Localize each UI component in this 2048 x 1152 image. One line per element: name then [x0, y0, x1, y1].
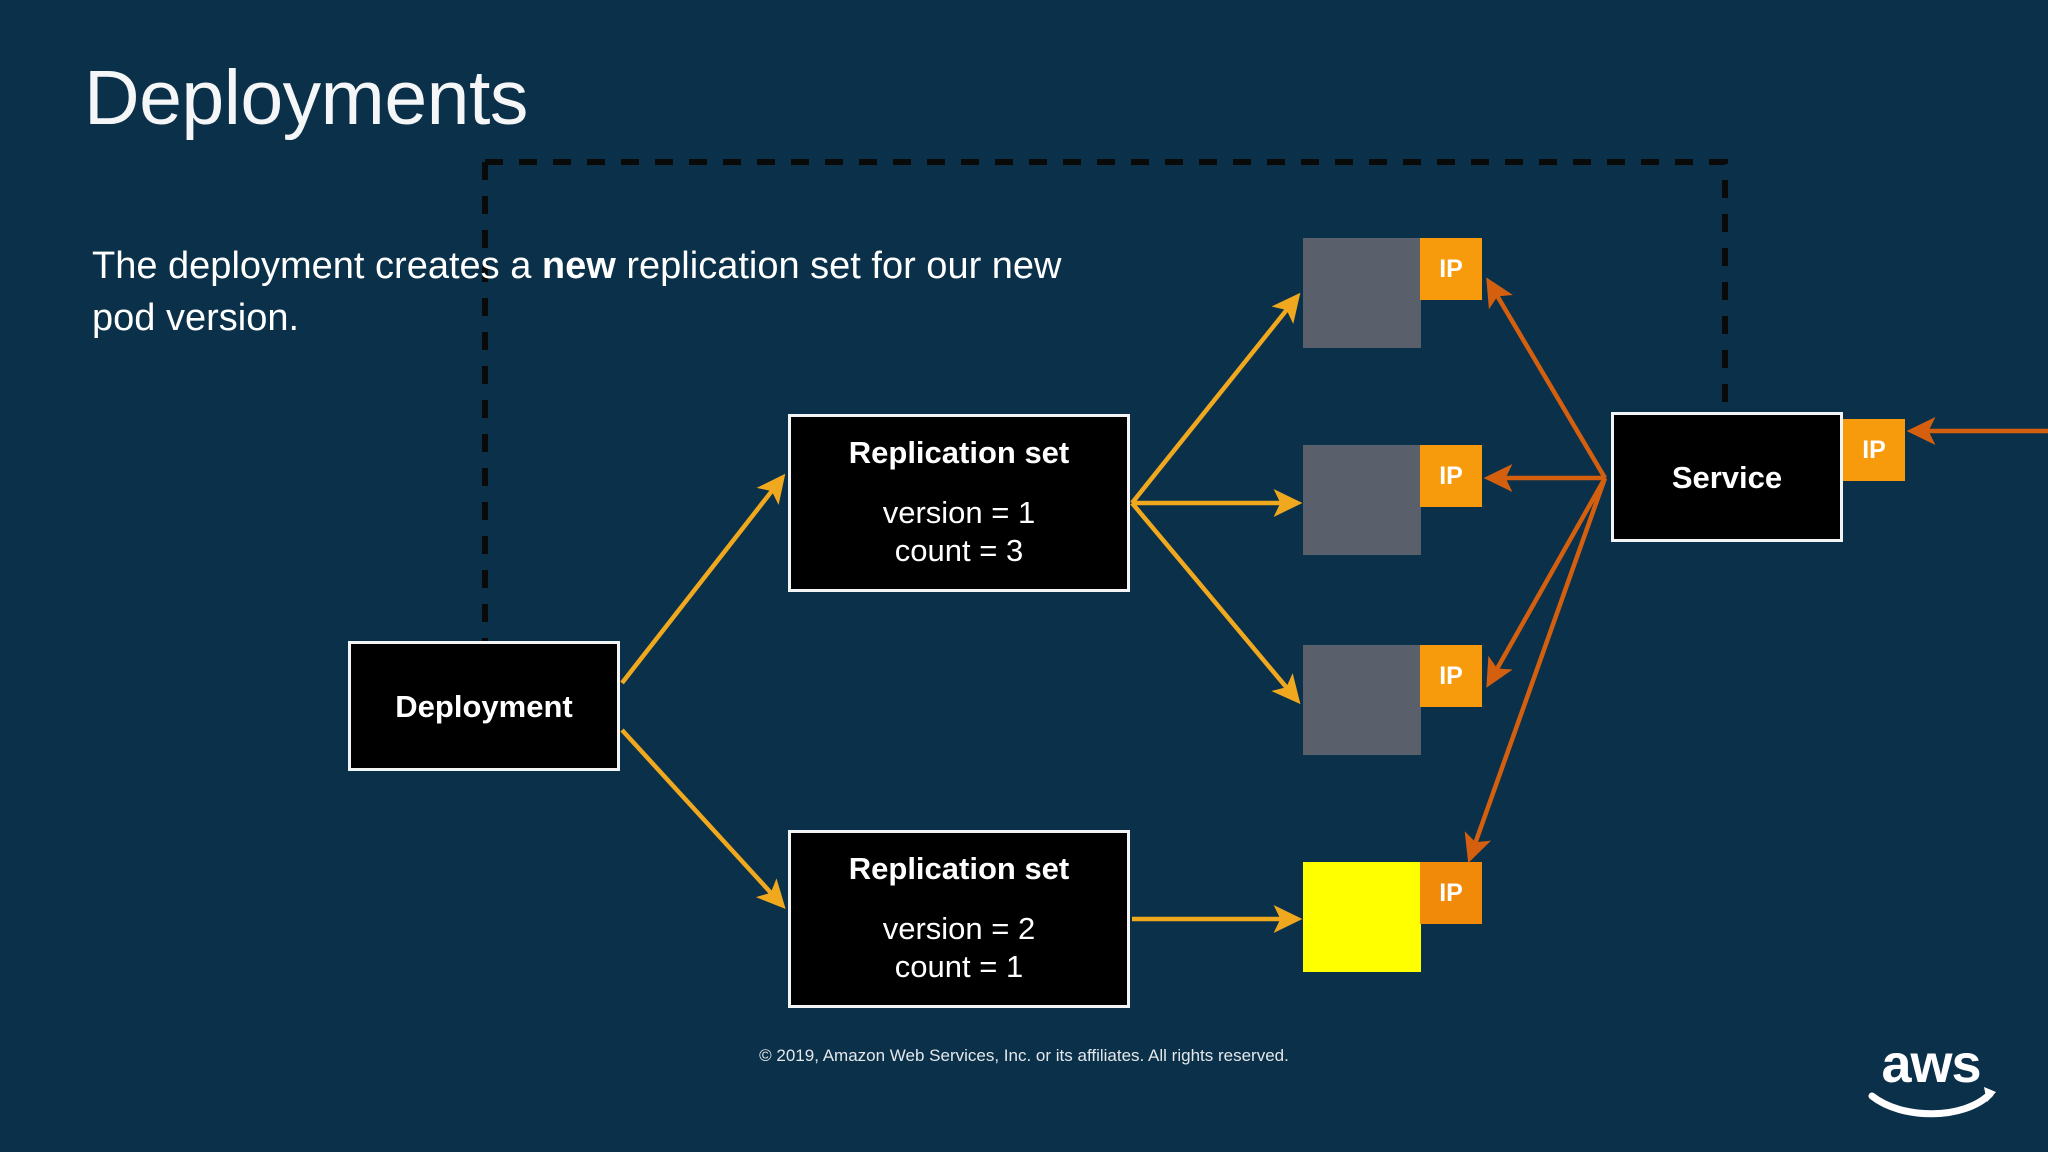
- body-suffix: replication set for our new pod version.: [92, 245, 1062, 340]
- pod-4[interactable]: [1303, 862, 1421, 972]
- rs2-title: Replication set: [848, 850, 1070, 886]
- aws-logo: aws: [1856, 1030, 2006, 1120]
- pod-3-ip-badge[interactable]: IP: [1420, 645, 1482, 707]
- node-replication-set-1[interactable]: Replication set version = 1 count = 3: [788, 414, 1130, 592]
- pod-4-ip-badge[interactable]: IP: [1420, 862, 1482, 924]
- deployment-label: Deployment: [395, 688, 573, 724]
- node-deployment[interactable]: Deployment: [348, 641, 620, 771]
- pod-1-ip-badge[interactable]: IP: [1420, 238, 1482, 300]
- node-service[interactable]: Service: [1611, 412, 1843, 542]
- copyright-footer: © 2019, Amazon Web Services, Inc. or its…: [759, 1046, 1289, 1065]
- page-title: Deployments: [84, 55, 528, 141]
- rs1-title: Replication set: [848, 434, 1070, 470]
- pod-2[interactable]: [1303, 445, 1421, 555]
- pod-2-ip-badge[interactable]: IP: [1420, 445, 1482, 507]
- pod-1[interactable]: [1303, 238, 1421, 348]
- rs2-count: count = 1: [894, 948, 1024, 984]
- service-label: Service: [1671, 459, 1783, 495]
- body-prefix: The deployment creates a: [92, 245, 542, 287]
- svg-text:aws: aws: [1881, 1034, 1980, 1094]
- pod-3[interactable]: [1303, 645, 1421, 755]
- rs1-count: count = 3: [894, 532, 1024, 568]
- rs2-version: version = 2: [882, 910, 1036, 946]
- node-replication-set-2[interactable]: Replication set version = 2 count = 1: [788, 830, 1130, 1008]
- slide-body-text: The deployment creates a new replication…: [92, 240, 1092, 345]
- service-ip-badge[interactable]: IP: [1843, 419, 1905, 481]
- body-emphasis: new: [541, 245, 616, 287]
- rs1-version: version = 1: [882, 494, 1036, 530]
